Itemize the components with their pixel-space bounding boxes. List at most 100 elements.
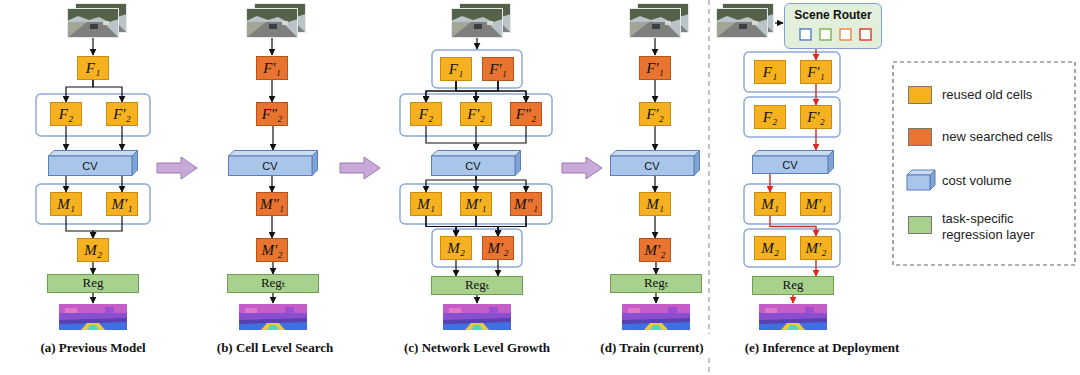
node-label: F₂	[419, 106, 433, 123]
flow-connector	[272, 262, 273, 274]
route-arrow	[792, 295, 793, 303]
cuboid-top	[229, 151, 318, 157]
legend-text: cost volume	[942, 173, 1067, 189]
cuboid-front	[907, 175, 930, 190]
node-label: M′₂	[488, 240, 509, 257]
node-label: M₂	[447, 240, 465, 257]
node-label: CV	[782, 159, 797, 171]
cuboid-front	[229, 156, 313, 176]
regression-layer: Reg	[752, 276, 834, 295]
stage-arrow	[340, 157, 380, 179]
node-label: F₁	[449, 61, 463, 78]
cell-group	[36, 94, 150, 136]
flow-connector	[655, 262, 656, 274]
node-label: M₁	[761, 196, 779, 213]
new-cell: F′₁	[639, 56, 671, 80]
node-label: F′₂	[113, 106, 131, 123]
cost-volume: CV	[752, 150, 834, 174]
route-connector	[815, 260, 816, 276]
reused-cell: F′₂	[460, 102, 492, 126]
stage-arrows	[157, 157, 602, 179]
flow-arrow	[476, 295, 477, 303]
flow-arrow	[92, 38, 93, 55]
node-label: Regₜ	[644, 276, 668, 290]
cost-volume: CV	[48, 150, 138, 176]
route-connector	[769, 174, 770, 192]
flow-connector	[271, 80, 272, 102]
flow-connector	[65, 126, 66, 150]
panel-caption: (a) Previous Model	[0, 340, 203, 356]
node-label: M′₁	[112, 196, 133, 213]
reused-cell: M′₁	[460, 192, 492, 216]
flow-connector	[93, 80, 122, 102]
cell-group	[432, 50, 522, 88]
legend-text: new searched cells	[942, 129, 1067, 145]
reused-cell: M₁	[639, 192, 671, 216]
node-label: F′₁	[489, 61, 507, 78]
cuboid-top	[611, 151, 700, 157]
flow-arrow	[655, 293, 656, 303]
input-frames	[67, 3, 774, 38]
route-connector	[815, 129, 816, 150]
node-label: F″₂	[262, 106, 283, 123]
flow-connector	[498, 216, 526, 236]
legend-text: reused old cells	[942, 87, 1067, 103]
flow-connector	[121, 176, 122, 192]
flow-connector	[476, 126, 526, 150]
cuboid-side	[515, 151, 521, 176]
divider-line	[708, 0, 709, 375]
flow-arrow	[775, 22, 783, 23]
flow-connector	[426, 81, 498, 102]
stage-arrow	[157, 157, 197, 179]
reused-cell: M₂	[77, 238, 109, 262]
cuboid-front	[753, 156, 829, 174]
disparity-map	[759, 304, 827, 330]
panel-caption: (b) Cell Level Search	[165, 340, 385, 356]
stage-arrow	[562, 157, 602, 179]
flow-arrow	[476, 38, 477, 49]
cost-volume: CV	[610, 150, 700, 176]
flow-connector	[66, 80, 93, 102]
flow-connector	[426, 126, 476, 150]
flow-connector	[271, 176, 272, 192]
node-label: M′₁	[806, 196, 827, 213]
disparity-map	[622, 304, 690, 330]
flow-connector	[654, 176, 655, 192]
legend-box	[893, 62, 1075, 265]
node-label: F₁	[86, 60, 100, 77]
flow-connector	[476, 176, 526, 192]
node-label: CV	[82, 160, 97, 172]
route-connector	[770, 216, 816, 236]
reused-cell: F₂	[410, 102, 442, 126]
reused-cell: F′₁	[800, 60, 832, 84]
cell-group	[744, 184, 840, 224]
flow-connector	[92, 262, 93, 274]
cell-group	[432, 229, 522, 267]
cost-volume: CV	[228, 150, 318, 176]
reused-cell: F′₂	[106, 102, 138, 126]
node-label: M₁	[646, 196, 664, 213]
flow-connector	[272, 126, 273, 150]
node-label: Reg	[783, 278, 804, 292]
node-label: F′₁	[263, 60, 281, 77]
cuboid-front	[611, 156, 695, 176]
legend-text: task-specific regression layer	[942, 211, 1067, 243]
node-label: F₂	[59, 106, 73, 123]
reused-cell: M₁	[50, 192, 82, 216]
cuboid-top	[49, 151, 138, 157]
node-label: M″₁	[514, 196, 538, 213]
new-cell: F′₁	[256, 56, 288, 80]
flow-connector	[654, 126, 655, 150]
flow-connector	[455, 260, 456, 276]
node-label: CV	[262, 160, 277, 172]
input-frame	[67, 8, 119, 38]
node-label: Regₜ	[261, 276, 285, 290]
node-label: M₂	[761, 240, 779, 257]
node-label: F″₂	[516, 106, 537, 123]
node-label: F′₂	[467, 106, 485, 123]
reused-cell: M₂	[754, 236, 786, 260]
node-label: F₂	[763, 109, 777, 126]
node-label: M₂	[84, 242, 102, 259]
flow-connector	[654, 80, 655, 102]
